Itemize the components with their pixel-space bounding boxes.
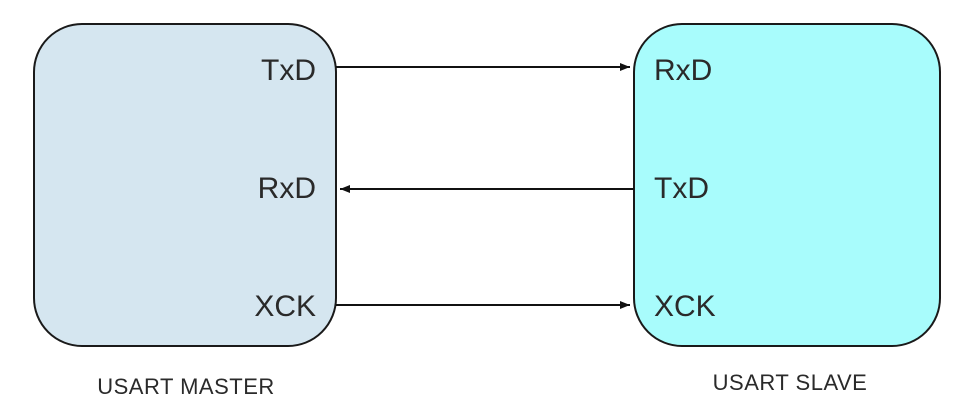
slave-pin-xck: XCK — [654, 290, 716, 323]
master-pin-rxd: RxD — [258, 172, 316, 205]
master-caption: USART MASTER — [97, 374, 275, 399]
master-box — [33, 23, 337, 347]
slave-pin-txd: TxD — [654, 172, 709, 205]
slave-caption: USART SLAVE — [713, 370, 868, 395]
slave-pin-rxd: RxD — [654, 54, 712, 87]
master-pin-txd: TxD — [261, 54, 316, 87]
master-pin-xck: XCK — [254, 290, 316, 323]
slave-box — [633, 23, 941, 347]
